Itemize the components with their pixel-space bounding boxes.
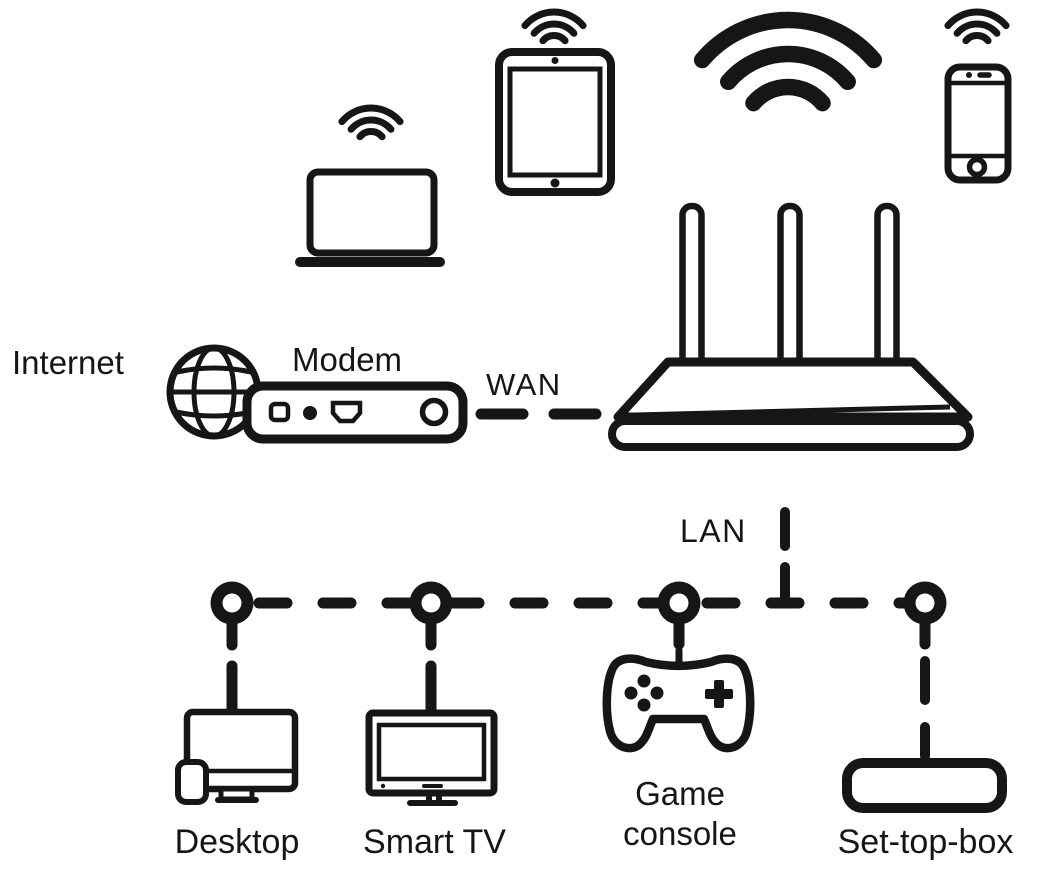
lan-node-icon <box>210 581 254 625</box>
wifi-waves-icon <box>525 12 583 41</box>
wifi-waves-icon <box>948 12 1006 41</box>
lan-label: LAN <box>680 513 747 549</box>
tablet-icon <box>495 48 615 196</box>
game-controller-icon <box>602 654 755 753</box>
laptop-icon <box>295 168 445 267</box>
desktop-computer-icon <box>175 708 299 805</box>
lan-node-icon <box>657 581 701 625</box>
lan-node-icon <box>409 581 453 625</box>
set-top-box-icon <box>842 758 1007 813</box>
antenna-icon <box>878 206 897 366</box>
smartphone-icon <box>944 63 1012 184</box>
smart-tv-icon <box>365 709 498 806</box>
antenna-icon <box>683 206 702 366</box>
modem-label: Modem <box>292 341 403 378</box>
game-console-label: Game console <box>623 775 737 853</box>
modem-port-a-icon <box>268 401 291 423</box>
modem-power-icon <box>419 397 449 427</box>
node-stubs <box>226 618 931 651</box>
antenna-icon <box>781 206 800 366</box>
ethernet-port-icon <box>330 400 363 424</box>
lan-node-icon <box>903 581 947 625</box>
wifi-signal-icon <box>693 11 883 112</box>
set-top-box-label: Set-top-box <box>837 823 1014 861</box>
modem-led-icon <box>303 406 317 420</box>
wan-label: WAN <box>486 367 562 402</box>
smart-tv-label: Smart TV <box>363 823 506 861</box>
modem-icon <box>242 381 468 444</box>
wifi-waves-icon <box>342 108 400 137</box>
desktop-label: Desktop <box>174 823 300 861</box>
wireless-router-icon <box>608 206 974 451</box>
internet-label: Internet <box>12 344 124 381</box>
